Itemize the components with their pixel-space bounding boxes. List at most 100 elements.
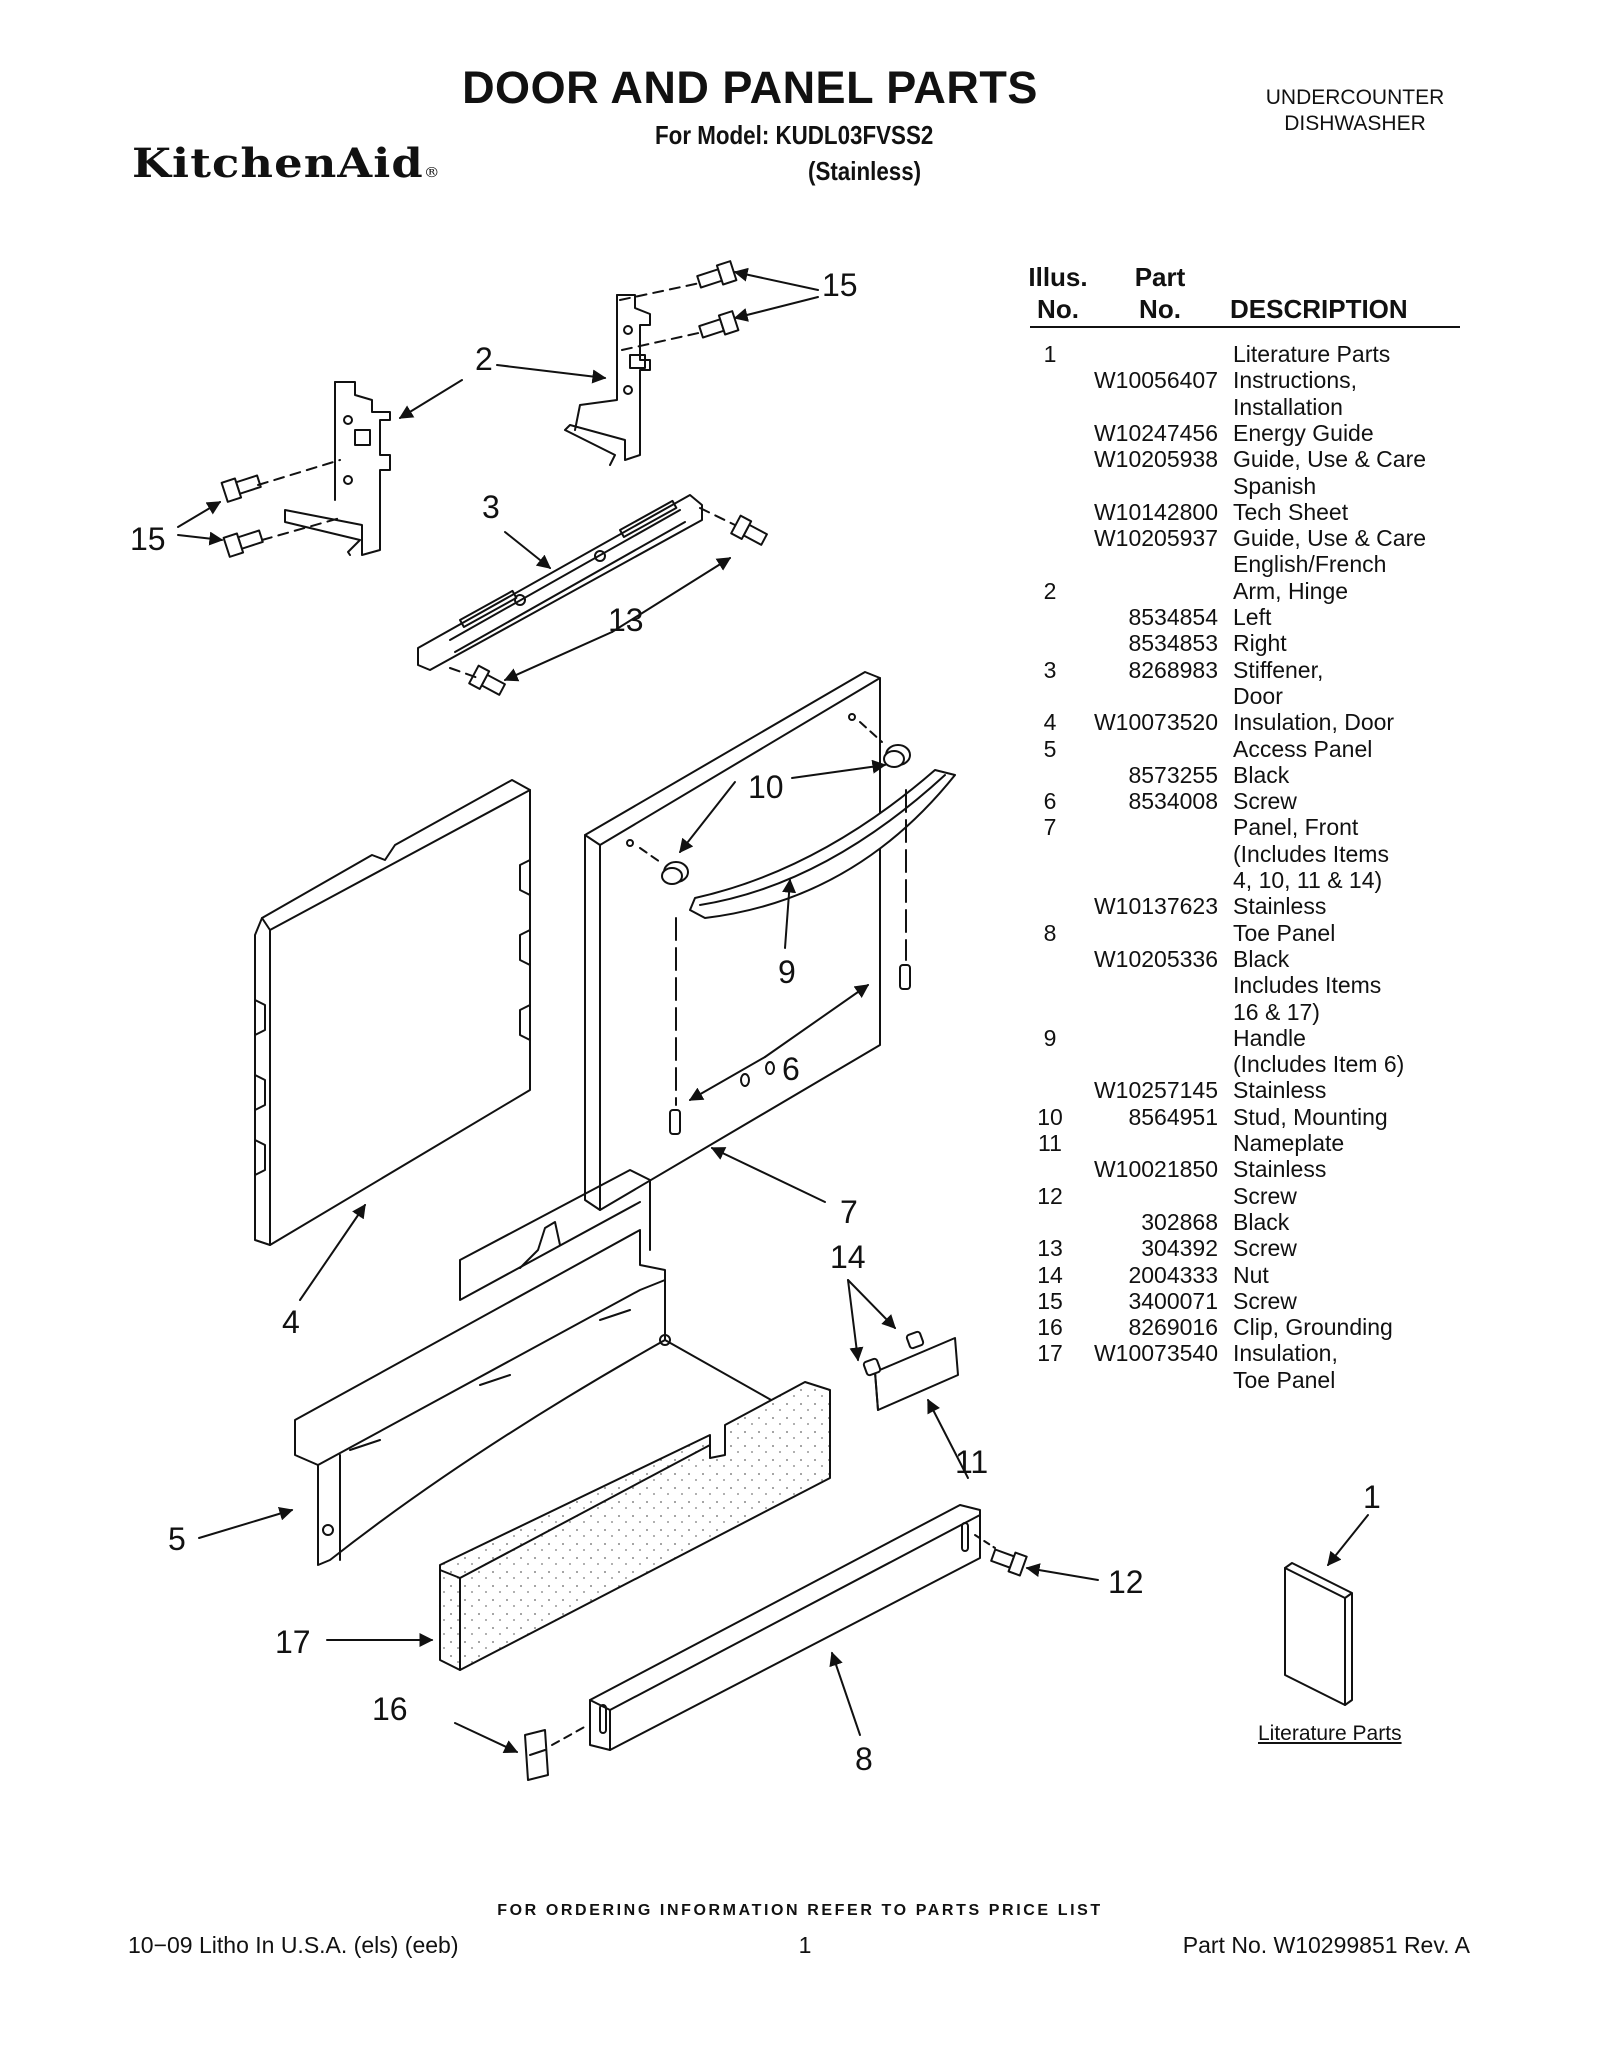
callout-15-upper: 15 (822, 267, 858, 303)
description-cell: Stud, Mounting (1233, 1103, 1388, 1130)
part-no-cell: W10205336 (1093, 945, 1218, 972)
description-cell: Includes Items (1233, 972, 1382, 999)
grounding-clip (524, 1729, 549, 1781)
description-cell: Spanish (1233, 472, 1317, 499)
illus-no-cell: 13 (1037, 1235, 1063, 1262)
part-no-cell: 8534853 (1128, 630, 1218, 657)
illus-no-cell: 14 (1037, 1261, 1063, 1288)
appliance-type-line2: DISHWASHER (1284, 112, 1426, 135)
callout-2: 2 (475, 341, 493, 377)
document-part-number: Part No. W10299851 Rev. A (1182, 1932, 1470, 1958)
table-row: W10205938 Guide, Use & Care (0, 446, 1600, 473)
callout-8: 8 (855, 1741, 873, 1777)
description-cell: Insulation, Door (1233, 709, 1395, 736)
leader-lines (177, 267, 1369, 1754)
illus-no-cell: 16 (1037, 1314, 1063, 1341)
description-cell: Toe Panel (1233, 1366, 1336, 1393)
description-cell: Black (1233, 761, 1290, 788)
illus-no-cell: 8 (1043, 919, 1057, 946)
part-no-cell: 8564951 (1128, 1103, 1218, 1130)
illus-no-cell: 9 (1043, 1024, 1057, 1051)
description-cell: (Includes Item 6) (1233, 1051, 1405, 1078)
handle-screws (669, 964, 911, 1135)
table-row: 16 8269016 Clip, Grounding (0, 1314, 1600, 1341)
callout-9: 9 (778, 954, 796, 990)
illus-no-cell: 1 (1043, 341, 1057, 367)
callout-17: 17 (275, 1624, 311, 1660)
illus-no-cell: 2 (1043, 577, 1057, 604)
hinge-arm-right (564, 294, 651, 466)
appliance-type-line1: UNDERCOUNTER (1265, 86, 1445, 109)
hinge-arm-left (284, 381, 391, 556)
page-number: 1 (798, 1932, 812, 1958)
table-header-rule (1030, 326, 1460, 328)
table-row: (Includes Items (0, 841, 1600, 868)
table-row: 14 2004333 Nut (0, 1262, 1600, 1289)
description-cell: Stainless (1233, 893, 1327, 920)
description-cell: Handle (1233, 1024, 1306, 1051)
col-header-illus-1: Illus. (1028, 262, 1088, 292)
table-row: 16 & 17) (0, 999, 1600, 1026)
part-no-cell: 304392 (1141, 1235, 1218, 1262)
description-cell: (Includes Items (1233, 840, 1389, 867)
part-no-cell: 2004333 (1128, 1261, 1218, 1288)
table-row: Spanish (0, 473, 1600, 500)
print-info: 10−09 Litho In U.S.A. (els) (eeb) (128, 1932, 459, 1958)
table-row: Installation (0, 394, 1600, 421)
screws-15 (220, 260, 740, 558)
part-no-cell: W10142800 (1093, 498, 1218, 525)
ordering-info: FOR ORDERING INFORMATION REFER TO PARTS … (497, 1902, 1103, 1919)
description-cell: 4, 10, 11 & 14) (1233, 867, 1383, 893)
callout-16: 16 (372, 1691, 408, 1727)
col-header-part-2: No. (1139, 294, 1181, 324)
illus-no-cell: 12 (1037, 1182, 1063, 1209)
description-cell: Panel, Front (1233, 814, 1359, 841)
door-stiffener (417, 494, 703, 671)
description-cell: Screw (1233, 1235, 1297, 1262)
door-handle (689, 769, 956, 919)
nuts-14 (862, 1330, 925, 1377)
callout-10: 10 (748, 769, 784, 805)
part-no-cell: W10205938 (1093, 446, 1218, 473)
description-cell: Stainless (1233, 1077, 1327, 1104)
part-no-cell: W10073540 (1093, 1340, 1218, 1367)
access-panel-guide (664, 1339, 781, 1406)
description-cell: Guide, Use & Care (1233, 525, 1427, 552)
callout-15-lower: 15 (130, 521, 166, 557)
toe-panel-insulation (439, 1381, 831, 1671)
description-cell: Left (1233, 604, 1272, 630)
screw-13-left (468, 664, 506, 696)
callout-13: 13 (608, 602, 644, 638)
description-cell: Guide, Use & Care (1233, 446, 1427, 473)
model-variant: (Stainless) (808, 156, 922, 186)
page-title: DOOR AND PANEL PARTS (462, 62, 1038, 113)
screw-12 (990, 1548, 1028, 1577)
table-row: W10257145 Stainless (0, 1077, 1600, 1104)
part-no-cell: 8269016 (1128, 1314, 1218, 1341)
part-no-cell: W10056407 (1093, 367, 1218, 394)
door-insulation (254, 779, 531, 1246)
description-cell: Clip, Grounding (1233, 1314, 1393, 1341)
part-no-cell: W10257145 (1093, 1077, 1218, 1104)
part-no-cell: W10073520 (1093, 709, 1218, 736)
description-cell: Installation (1233, 393, 1343, 420)
part-no-cell: 302868 (1141, 1208, 1218, 1235)
description-cell: Nut (1233, 1261, 1269, 1288)
callout-14: 14 (830, 1239, 866, 1275)
